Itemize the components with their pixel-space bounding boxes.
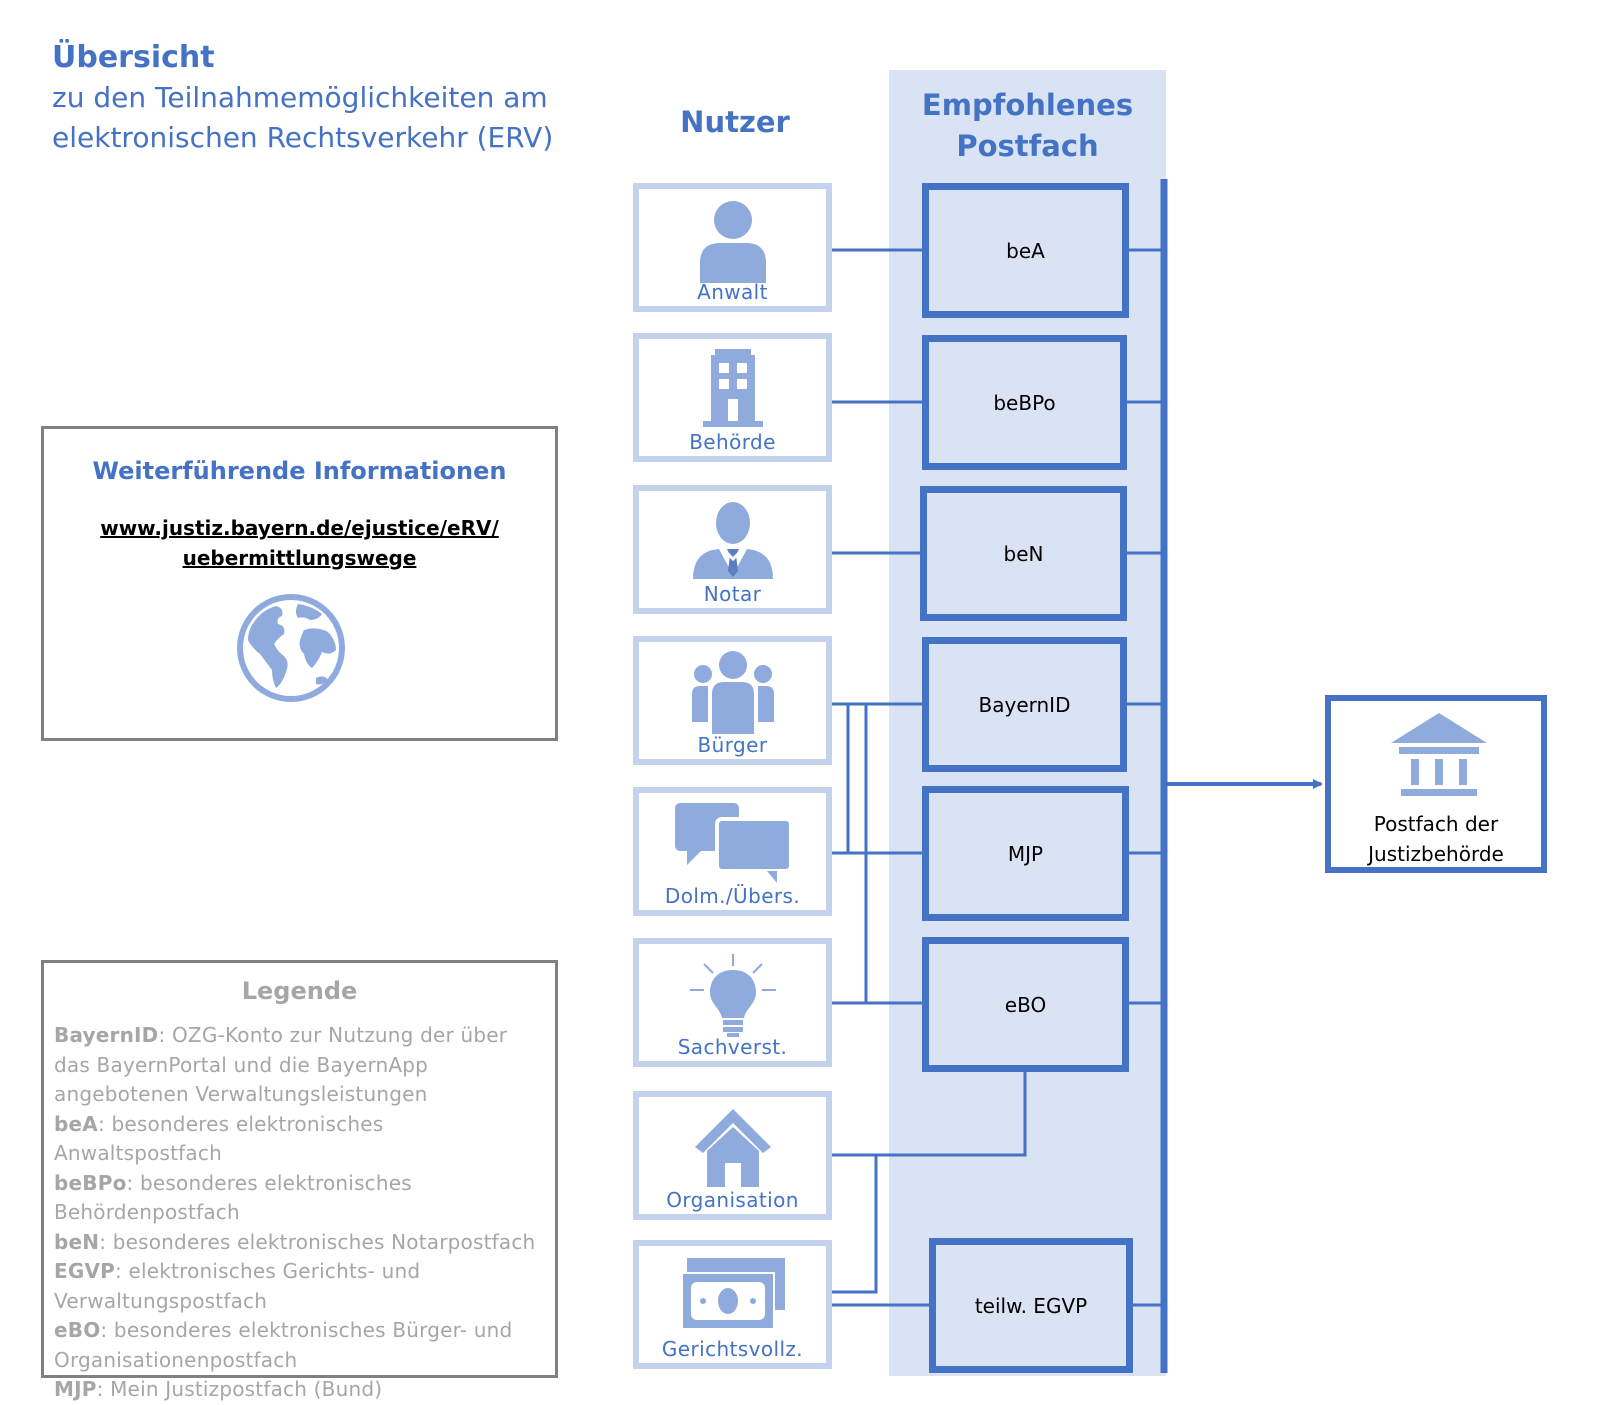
postfach-box-bebpo: beBPo [922,335,1127,470]
postfach-box-bayernid: BayernID [922,637,1127,772]
postfach-box-bea: beA [922,183,1129,318]
info-link-line2[interactable]: uebermittlungswege [182,546,417,570]
justizbehoerde-label-line1: Postfach der [1373,812,1499,836]
justizbehoerde-label: Postfach der Justizbehörde [1331,809,1541,869]
info-box: Weiterführende Informationen www.justiz.… [41,426,558,741]
person-icon [699,201,766,283]
postfach-box-ben: beN [920,486,1127,621]
postfach-label-bea: beA [1006,238,1045,263]
postfach-heading-line2: Postfach [956,129,1099,163]
title-block: Übersicht zu den Teilnahmemöglichkeiten … [52,38,612,158]
legend-box: Legende BayernID: OZG-Konto zur Nutzung … [41,960,558,1401]
globe-icon [237,594,345,702]
legend-entry-ebo: eBO: besonderes elektronisches Bürger- u… [54,1318,513,1372]
user-label-organisation: Organisation [666,1188,799,1212]
user-card-dolmetscher: Dolm./Übers. [633,787,832,916]
people-group-icon [691,651,774,734]
page-subtitle-line2: elektronischen Rechtsverkehr (ERV) [52,121,554,154]
user-card-sachverstaendiger: Sachverst. [633,938,832,1067]
courthouse-icon [1391,713,1487,796]
page-subtitle-line1: zu den Teilnahmemöglichkeiten am [52,81,548,114]
legend-entry-bebpo: beBPo: besonderes elektronisches Behörde… [54,1170,412,1225]
postfach-box-egvp: teilw. EGVP [929,1238,1133,1373]
postfach-box-ebo: eBO [922,937,1129,1072]
legend-title: Legende [241,977,358,1005]
justizbehoerde-box: Postfach der Justizbehörde [1325,695,1547,873]
users-column-heading: Nutzer [680,105,790,139]
info-title: Weiterführende Informationen [92,457,507,485]
postfach-column-heading: Empfohlenes Postfach [889,85,1166,167]
user-label-buerger: Bürger [697,733,768,757]
legend-entry-ben: beN: besonderes elektronisches Notarpost… [54,1229,536,1254]
user-card-notar: Notar [633,485,832,614]
businessman-icon [692,502,773,579]
user-label-dolmetscher: Dolm./Übers. [664,884,801,908]
postfach-label-ebo: eBO [1004,992,1047,1017]
user-card-organisation: Organisation [633,1091,832,1220]
line-organisation-ebo [832,1071,1027,1157]
user-card-anwalt: Anwalt [633,183,832,312]
house-icon [694,1109,771,1187]
banknotes-icon [680,1258,785,1330]
postfach-label-ben: beN [1003,541,1044,566]
user-label-gerichtsvollzieher: Gerichtsvollz. [661,1337,804,1361]
justizbehoerde-label-line2: Justizbehörde [1368,842,1504,866]
legend-entry-bayernid: BayernID: OZG-Konto zur Nutzung der über… [54,1023,508,1106]
user-card-gerichtsvollzieher: Gerichtsvollz. [633,1240,832,1369]
line-gerichtsvollz-organisation [832,1155,878,1294]
postfach-label-egvp: teilw. EGVP [974,1293,1088,1318]
postfach-heading-line1: Empfohlenes [921,88,1134,122]
legend-entry-mjp: MJP: Mein Justizpostfach (Bund) [54,1377,383,1401]
info-link[interactable]: www.justiz.bayern.de/ejustice/eRV/ ueber… [44,513,555,573]
postfach-label-mjp: MJP [1007,841,1044,866]
lightbulb-icon [689,954,776,1037]
page-title: Übersicht [52,40,215,75]
info-link-line1[interactable]: www.justiz.bayern.de/ejustice/eRV/ [100,516,499,540]
postfach-box-mjp: MJP [922,786,1129,921]
speech-bubbles-icon [674,803,793,883]
user-label-sachverstaendiger: Sachverst. [677,1035,788,1059]
postfach-label-bebpo: beBPo [993,390,1056,415]
user-label-notar: Notar [703,582,762,606]
legend-entries: BayernID: OZG-Konto zur Nutzung der über… [54,1021,547,1405]
legend-entry-bea: beA: besonderes elektronisches Anwaltspo… [54,1111,384,1166]
office-building-icon [702,349,763,427]
user-card-buerger: Bürger [633,636,832,765]
user-label-behoerde: Behörde [689,430,776,454]
user-label-anwalt: Anwalt [697,280,768,304]
user-card-behoerde: Behörde [633,333,832,462]
postfach-label-bayernid: BayernID [978,692,1071,717]
legend-entry-egvp: EGVP: elektronisches Gerichts- und Verwa… [54,1259,421,1313]
